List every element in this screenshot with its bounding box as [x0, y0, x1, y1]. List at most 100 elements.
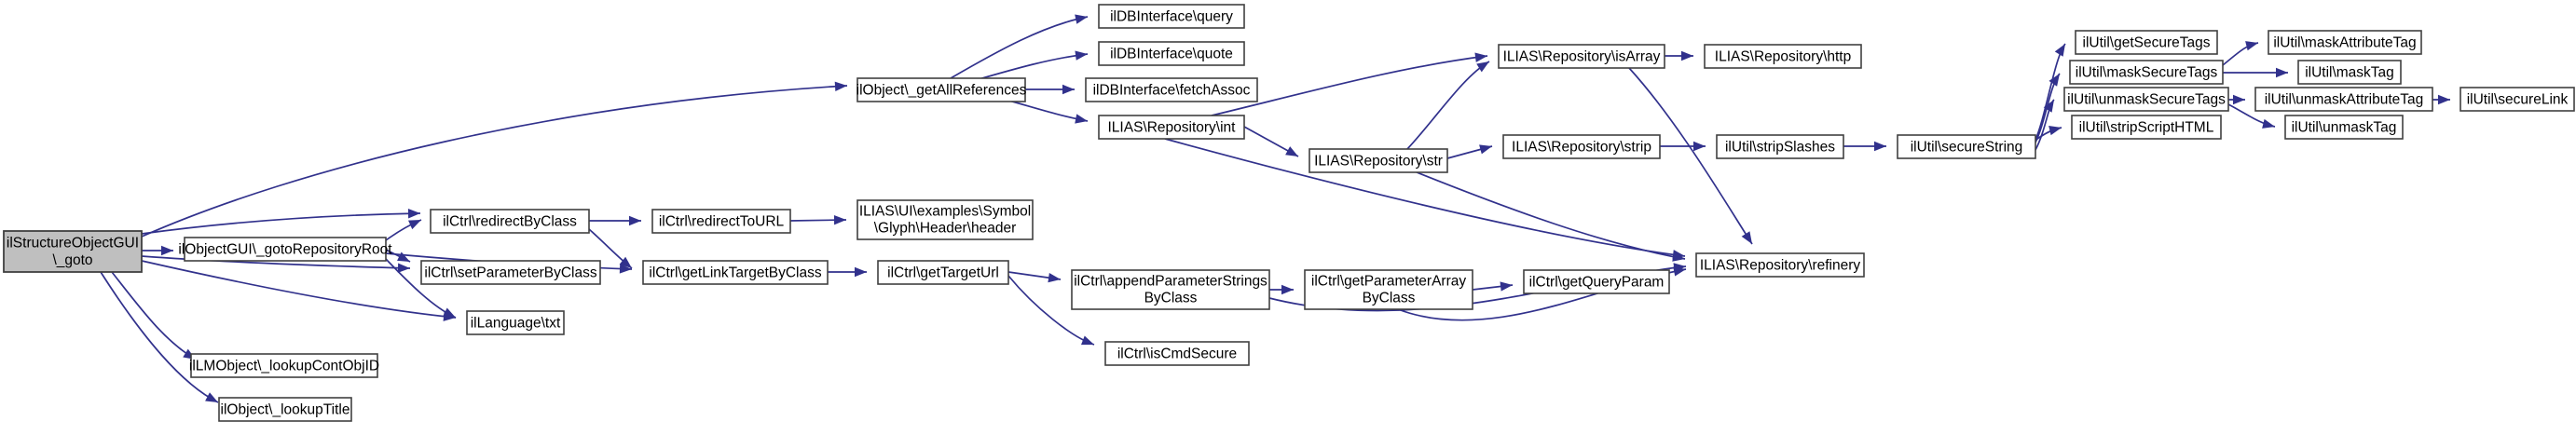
- node-box[interactable]: [2268, 30, 2422, 55]
- edge-arrowhead-icon: [2048, 74, 2060, 87]
- node-box[interactable]: [642, 260, 829, 285]
- graph-node-lookupContObjID[interactable]: ilLMObject\_lookupContObjID: [189, 353, 379, 378]
- graph-node-glyphHeader[interactable]: ILIAS\UI\examples\Symbol\Glyph\Header\he…: [856, 199, 1034, 240]
- call-edge: [588, 228, 633, 269]
- edge-arrowhead-icon: [1474, 52, 1487, 62]
- node-label-line2: ByClass: [1363, 290, 1416, 306]
- node-box[interactable]: [2297, 60, 2402, 85]
- graph-node-unmaskAttrTag[interactable]: ilUtil\unmaskAttributeTag: [2254, 87, 2433, 112]
- graph-node-dbFetchAssoc[interactable]: ilDBInterface\fetchAssoc: [1085, 77, 1258, 102]
- node-box[interactable]: [1304, 269, 1473, 310]
- node-box[interactable]: [1104, 341, 1250, 366]
- node-box[interactable]: [2254, 87, 2433, 112]
- node-box-root[interactable]: [3, 230, 143, 273]
- edge-arrowhead-icon: [2245, 41, 2258, 51]
- node-box[interactable]: [2075, 30, 2218, 55]
- node-box[interactable]: [190, 353, 378, 378]
- graph-node-root[interactable]: ilStructureObjectGUI\_goto: [3, 230, 143, 273]
- node-box[interactable]: [1098, 115, 1245, 140]
- node-box[interactable]: [1098, 41, 1245, 66]
- graph-node-isCmdSecure[interactable]: ilCtrl\isCmdSecure: [1104, 341, 1250, 366]
- call-edge: [1628, 67, 1753, 245]
- node-box[interactable]: [1498, 44, 1665, 69]
- node-box[interactable]: [856, 77, 1026, 102]
- node-box[interactable]: [466, 310, 565, 335]
- graph-node-repoInt[interactable]: ILIAS\Repository\int: [1098, 115, 1245, 140]
- node-box[interactable]: [856, 199, 1034, 240]
- graph-node-unmaskTag[interactable]: ilUtil\unmaskTag: [2284, 115, 2404, 140]
- edge-line: [2035, 43, 2066, 141]
- node-box[interactable]: [2063, 87, 2229, 112]
- node-box[interactable]: [1704, 44, 1862, 69]
- graph-node-redirectByClass[interactable]: ilCtrl\redirectByClass: [430, 209, 590, 234]
- call-edge: [141, 81, 848, 238]
- node-box[interactable]: [1502, 134, 1661, 159]
- graph-node-repoStrip[interactable]: ILIAS\Repository\strip: [1502, 134, 1661, 159]
- edge-line: [1628, 67, 1753, 245]
- graph-node-languageTxt[interactable]: ilLanguage\txt: [466, 310, 565, 335]
- node-box[interactable]: [420, 260, 601, 285]
- node-box[interactable]: [1897, 134, 2036, 159]
- graph-node-dbQuery[interactable]: ilDBInterface\query: [1098, 4, 1245, 29]
- node-label: ilObject\_lookupTitle: [221, 402, 350, 418]
- node-box[interactable]: [2460, 87, 2575, 112]
- edge-arrowhead-icon: [443, 307, 456, 318]
- graph-node-repoRefinery[interactable]: ILIAS\Repository\refinery: [1695, 252, 1865, 278]
- node-box[interactable]: [184, 237, 387, 262]
- node-box[interactable]: [877, 260, 1009, 285]
- node-box[interactable]: [2069, 60, 2224, 85]
- node-box[interactable]: [1098, 4, 1245, 29]
- call-edge: [828, 266, 867, 278]
- call-edge: [141, 209, 421, 235]
- graph-node-secureLink[interactable]: ilUtil\secureLink: [2460, 87, 2575, 112]
- graph-node-redirectToURL[interactable]: ilCtrl\redirectToURL: [651, 209, 791, 234]
- graph-node-lookupTitle[interactable]: ilObject\_lookupTitle: [218, 397, 352, 422]
- node-box[interactable]: [430, 209, 590, 234]
- node-label: ilCtrl\redirectToURL: [659, 214, 785, 230]
- node-label: ilUtil\maskAttributeTag: [2273, 35, 2416, 51]
- node-box[interactable]: [218, 397, 352, 422]
- graph-node-getQueryParam[interactable]: ilCtrl\getQueryParam: [1523, 269, 1670, 294]
- graph-node-stripScriptHTML[interactable]: ilUtil\stripScriptHTML: [2071, 115, 2222, 140]
- node-label-line1: ILIAS\UI\examples\Symbol: [859, 204, 1031, 220]
- node-box[interactable]: [1523, 269, 1670, 294]
- node-box[interactable]: [1085, 77, 1258, 102]
- edge-arrowhead-icon: [2438, 94, 2450, 105]
- edge-arrowhead-icon: [1479, 144, 1492, 155]
- graph-node-repoHttp[interactable]: ILIAS\Repository\http: [1704, 44, 1862, 69]
- node-box[interactable]: [651, 209, 791, 234]
- graph-node-stripSlashes[interactable]: ilUtil\stripSlashes: [1716, 134, 1844, 159]
- node-label: ilObject\_getAllReferences: [856, 83, 1027, 99]
- graph-node-gotoRepoRoot[interactable]: ilObjectGUI\_gotoRepositoryRoot: [178, 237, 392, 262]
- call-edge: [385, 219, 422, 241]
- graph-node-maskTag[interactable]: ilUtil\maskTag: [2297, 60, 2402, 85]
- node-box[interactable]: [1695, 252, 1865, 278]
- graph-node-dbQuote[interactable]: ilDBInterface\quote: [1098, 41, 1245, 66]
- edge-arrowhead-icon: [397, 263, 410, 273]
- graph-node-getSecureTags[interactable]: ilUtil\getSecureTags: [2075, 30, 2218, 55]
- node-label: ilCtrl\getTargetUrl: [887, 265, 999, 281]
- graph-node-repoStr[interactable]: ILIAS\Repository\str: [1309, 148, 1448, 173]
- graph-node-maskAttributeTag[interactable]: ilUtil\maskAttributeTag: [2268, 30, 2422, 55]
- graph-node-setParamByClass[interactable]: ilCtrl\setParameterByClass: [420, 260, 601, 285]
- edge-line: [141, 85, 848, 238]
- graph-node-secureString[interactable]: ilUtil\secureString: [1897, 134, 2036, 159]
- node-box[interactable]: [1309, 148, 1448, 173]
- graph-node-getAllRefs[interactable]: ilObject\_getAllReferences: [856, 77, 1027, 102]
- edge-arrowhead-icon: [833, 215, 846, 225]
- graph-node-repoIsArray[interactable]: ILIAS\Repository\isArray: [1498, 44, 1665, 69]
- graph-node-unmaskSecureTags[interactable]: ilUtil\unmaskSecureTags: [2063, 87, 2229, 112]
- edge-arrowhead-icon: [1281, 284, 1294, 295]
- graph-node-maskSecureTags[interactable]: ilUtil\maskSecureTags: [2069, 60, 2224, 85]
- node-label: ilObjectGUI\_gotoRepositoryRoot: [178, 242, 392, 258]
- edge-arrowhead-icon: [1075, 14, 1088, 24]
- graph-node-getTargetUrl[interactable]: ilCtrl\getTargetUrl: [877, 260, 1009, 285]
- node-box[interactable]: [2284, 115, 2404, 140]
- node-box[interactable]: [1716, 134, 1844, 159]
- node-box[interactable]: [2071, 115, 2222, 140]
- node-label: ilUtil\unmaskAttributeTag: [2265, 92, 2424, 108]
- graph-node-getLinkTarget[interactable]: ilCtrl\getLinkTargetByClass: [642, 260, 829, 285]
- node-box[interactable]: [1071, 269, 1270, 310]
